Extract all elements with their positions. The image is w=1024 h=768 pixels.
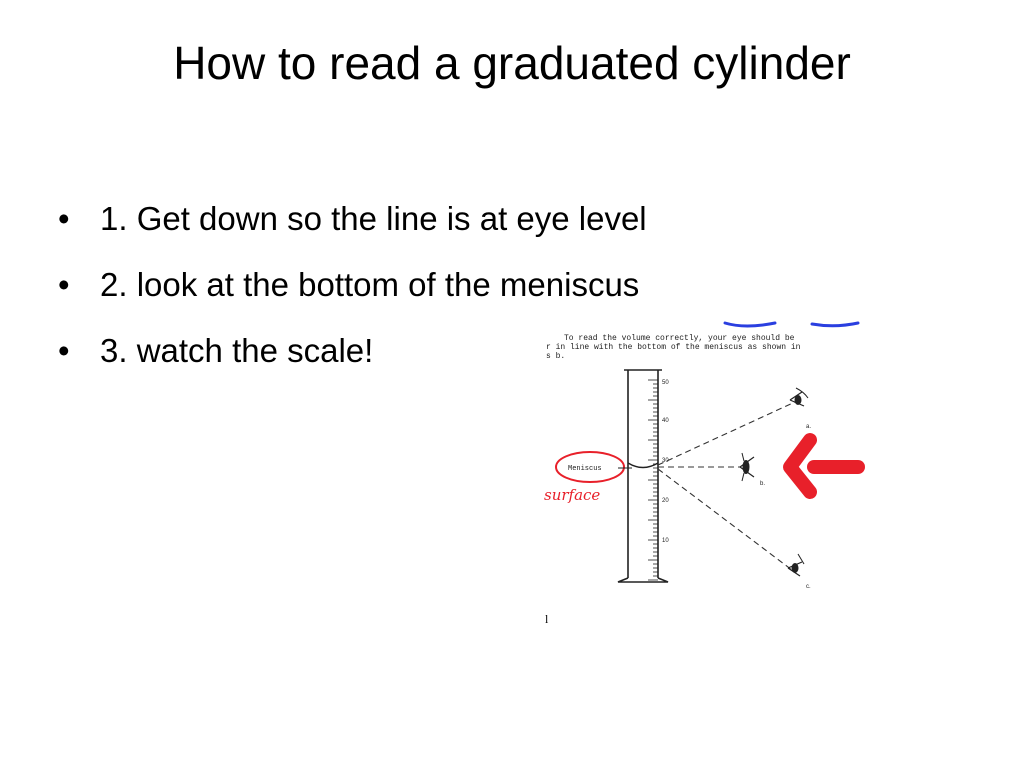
bullet-text: 3. watch the scale! [100,332,374,369]
handwritten-surface-note: surface [544,486,600,504]
bullet-item-2: • 2. look at the bottom of the meniscus [58,252,818,318]
slide-title: How to read a graduated cylinder [173,37,851,89]
blue-marker-stroke [810,321,860,328]
bullet-dot: • [58,266,70,303]
eye-label-b: b. [760,481,765,487]
caption-line-2: r in line with the bottom of the meniscu… [546,343,801,352]
scale-label: 30 [662,458,669,464]
sight-line-a [657,401,796,466]
caption-line-1: To read the volume correctly, your eye s… [564,334,795,343]
eye-icon [787,553,805,577]
bullet-list: • 1. Get down so the line is at eye leve… [58,186,818,384]
scale-label: 10 [662,538,669,544]
graduated-cylinder-figure: To read the volume correctly, your eye s… [540,320,870,620]
bullet-dot: • [58,200,70,237]
eye-icon [739,452,755,482]
figure-canvas: To read the volume correctly, your eye s… [544,321,865,590]
meniscus-label: Meniscus [568,465,602,473]
eye-label-a: a. [806,424,811,430]
corner-mark: l [545,612,549,626]
red-circle-annotation [555,451,625,483]
red-arrow-icon [783,433,865,499]
bullet-item-3: • 3. watch the scale! [58,318,818,384]
scale-label: 20 [662,498,669,504]
eye-icon [789,387,809,407]
scale-label: 40 [662,418,669,424]
bullet-dot: • [58,332,70,369]
bullet-text: 2. look at the bottom of the meniscus [100,266,640,303]
bullet-item-1: • 1. Get down so the line is at eye leve… [58,186,818,252]
graduated-cylinder-icon [617,369,669,583]
caption-line-3: s b. [546,352,565,361]
sight-line-c [657,468,793,571]
blue-marker-stroke [723,321,777,328]
scale-label: 50 [662,380,669,386]
bullet-text: 1. Get down so the line is at eye level [100,200,647,237]
eye-label-c: c. [806,584,811,590]
